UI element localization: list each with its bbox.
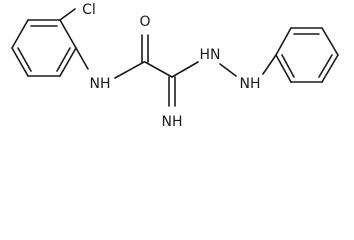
ring2-bond-bottom-left: [275, 54, 292, 83]
amide-nh-label: NH: [90, 76, 111, 92]
ring2-bond-top-right: [321, 27, 339, 56]
chlorophenyl-ring: [11, 19, 77, 77]
hydrazine-hn-label: HN: [200, 47, 221, 63]
c-c-bond: [144, 61, 173, 78]
ring1-bond-top-left: [11, 19, 29, 49]
ring1-bond-bottom-right: [59, 47, 77, 77]
ring1-double-right: [56, 47, 71, 72]
chemical-structure-canvas: Cl NH O HN NH NH: [11, 2, 339, 130]
phenyl-ring: [275, 27, 339, 83]
ring-n-bond: [75, 47, 89, 70]
c-cl-bond: [59, 8, 76, 21]
ring2-bond-bottom-right: [321, 54, 339, 83]
ring2-double-left: [281, 54, 295, 78]
c-hn-bond: [171, 61, 199, 78]
ring2-double-right: [318, 54, 333, 78]
n-carbonyl-bond: [114, 61, 145, 79]
n-n-bond: [219, 63, 237, 77]
chemical-structure-diagram: Cl NH O HN NH NH: [11, 2, 339, 130]
ring1-bond-bottom-left: [11, 47, 29, 77]
hydrazine-nh-label: NH: [240, 76, 261, 92]
nh-ring-bond: [262, 54, 277, 75]
oxygen-label: O: [139, 14, 150, 30]
chlorine-label: Cl: [82, 2, 96, 18]
ring2-bond-top-left: [275, 27, 292, 56]
ring1-double-left: [17, 47, 32, 72]
imine-nh-label: NH: [162, 114, 183, 130]
ring1-bond-top-right: [59, 19, 77, 49]
